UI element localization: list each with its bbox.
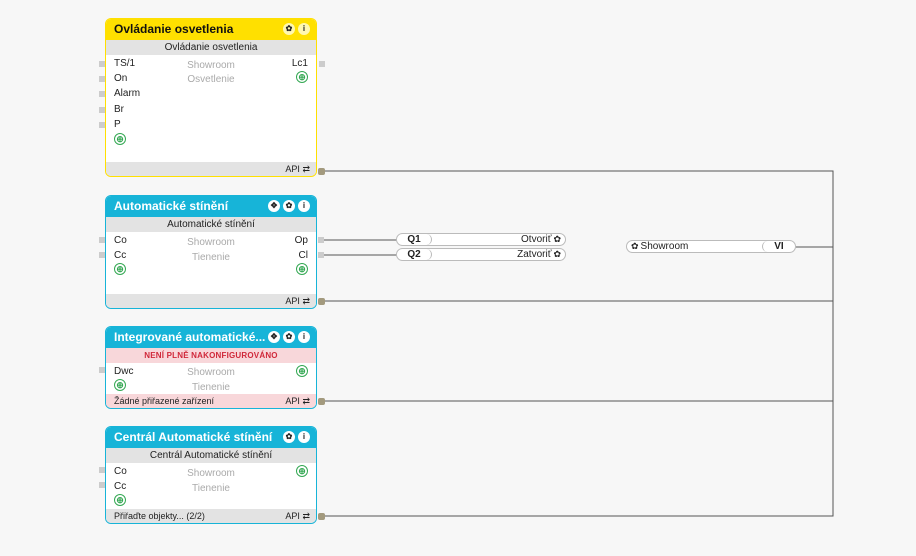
api-swap-icon: ⇄ [302,396,310,406]
block-title[interactable]: Centrál Automatické stínění ✿ i [106,427,316,448]
output-port[interactable]: Lc1 [291,58,308,69]
input-port[interactable]: P [114,119,121,130]
api-connector[interactable] [318,168,325,175]
q1-label: Q1 [397,234,432,245]
input-port[interactable]: Co [114,235,127,246]
input-port[interactable]: Cc [114,481,127,492]
block-subtitle: Automatické stínění [106,217,316,232]
api-label[interactable]: API ⇄ [285,396,310,406]
location-label: Showroom [187,367,235,378]
api-label[interactable]: API ⇄ [285,511,310,521]
input-port[interactable]: On [114,73,128,84]
info-icon[interactable]: i [298,331,310,343]
api-swap-icon: ⇄ [302,296,310,306]
api-label[interactable]: API ⇄ [285,296,310,306]
assign-objects-link[interactable]: Přiřaďte objekty... (2/2) [114,511,205,521]
q2-label: Q2 [397,249,432,260]
output-port[interactable]: Cl [298,250,308,261]
input-port[interactable]: Co [114,466,127,477]
location-label: Showroom [187,237,235,248]
not-configured-warning: NENÍ PLNĚ NAKONFIGUROVÁNO [106,348,316,363]
move-icon[interactable]: ✥ [268,200,280,212]
vi-label: VI [762,241,795,252]
settings-icon[interactable]: ✿ [283,200,295,212]
category-label: Osvetlenie [187,74,235,85]
output-port[interactable]: Op [294,235,308,246]
api-connector[interactable] [318,298,325,305]
block-footer: Přiřaďte objekty... (2/2) API ⇄ [106,509,316,523]
add-input-icon[interactable]: ⊕ [114,494,126,506]
block-central-shading[interactable]: Centrál Automatické stínění ✿ i Centrál … [105,426,317,524]
no-device-assigned-text[interactable]: Žádné přiřazené zařízení [114,396,215,406]
api-label[interactable]: API ⇄ [285,164,310,174]
q1-node[interactable]: Q1 Otvoriť✿ [396,233,566,246]
add-input-icon[interactable]: ⊕ [114,263,126,275]
info-icon[interactable]: i [298,200,310,212]
add-output-icon[interactable]: ⊕ [296,365,308,377]
block-footer: Žádné přiřazené zařízení API ⇄ [106,394,316,408]
block-lighting-control[interactable]: Ovládanie osvetlenia ✿ i Ovládanie osvet… [105,18,317,177]
input-port[interactable]: Cc [114,250,127,261]
input-connector[interactable] [99,252,105,258]
block-title[interactable]: Ovládanie osvetlenia ✿ i [106,19,316,40]
input-connector[interactable] [99,467,105,473]
vi-node[interactable]: ✿Showroom VI [626,240,796,253]
add-input-icon[interactable]: ⊕ [114,133,126,145]
q2-node[interactable]: Q2 Zatvoriť✿ [396,248,566,261]
api-swap-icon: ⇄ [302,164,310,174]
input-connector[interactable] [99,482,105,488]
output-connector[interactable] [319,61,325,67]
input-connector[interactable] [99,61,105,67]
api-connector[interactable] [318,398,325,405]
location-label: Showroom [187,60,235,71]
vi-location: Showroom [640,241,689,252]
output-connector[interactable] [318,237,324,243]
input-connector[interactable] [99,107,105,113]
add-output-icon[interactable]: ⊕ [296,465,308,477]
block-title[interactable]: Automatické stínění ✥ ✿ i [106,196,316,217]
input-port[interactable]: Alarm [114,88,141,99]
api-connector[interactable] [318,513,325,520]
add-output-icon[interactable]: ⊕ [296,71,308,83]
input-connector[interactable] [99,76,105,82]
input-port[interactable]: Br [114,104,124,115]
input-port[interactable]: TS/1 [114,58,136,69]
block-subtitle: Ovládanie osvetlenia [106,40,316,55]
api-swap-icon: ⇄ [302,511,310,521]
add-output-icon[interactable]: ⊕ [296,263,308,275]
location-label: Showroom [187,468,235,479]
info-icon[interactable]: i [298,431,310,443]
info-icon[interactable]: i [298,23,310,35]
output-connector[interactable] [318,252,324,258]
settings-icon[interactable]: ✿ [553,249,561,259]
settings-icon[interactable]: ✿ [283,23,295,35]
input-connector[interactable] [99,122,105,128]
move-icon[interactable]: ✥ [268,331,280,343]
q2-action: Zatvoriť [517,249,552,260]
block-title[interactable]: Integrované automatické... ✥ ✿ i [106,327,316,348]
add-input-icon[interactable]: ⊕ [114,379,126,391]
block-footer: API ⇄ [106,162,316,176]
block-footer: API ⇄ [106,294,316,308]
category-label: Tienenie [192,483,230,494]
input-connector[interactable] [99,237,105,243]
block-automatic-shading[interactable]: Automatické stínění ✥ ✿ i Automatické st… [105,195,317,309]
settings-icon[interactable]: ✿ [631,241,639,251]
q1-action: Otvoriť [521,234,552,245]
settings-icon[interactable]: ✿ [553,234,561,244]
block-subtitle: Centrál Automatické stínění [106,448,316,463]
settings-icon[interactable]: ✿ [283,331,295,343]
input-connector[interactable] [99,91,105,97]
category-label: Tienenie [192,252,230,263]
input-port[interactable]: Dwc [114,366,134,377]
settings-icon[interactable]: ✿ [283,431,295,443]
input-connector[interactable] [99,367,105,373]
category-label: Tienenie [192,382,230,393]
block-integrated-shading[interactable]: Integrované automatické... ✥ ✿ i NENÍ PL… [105,326,317,409]
